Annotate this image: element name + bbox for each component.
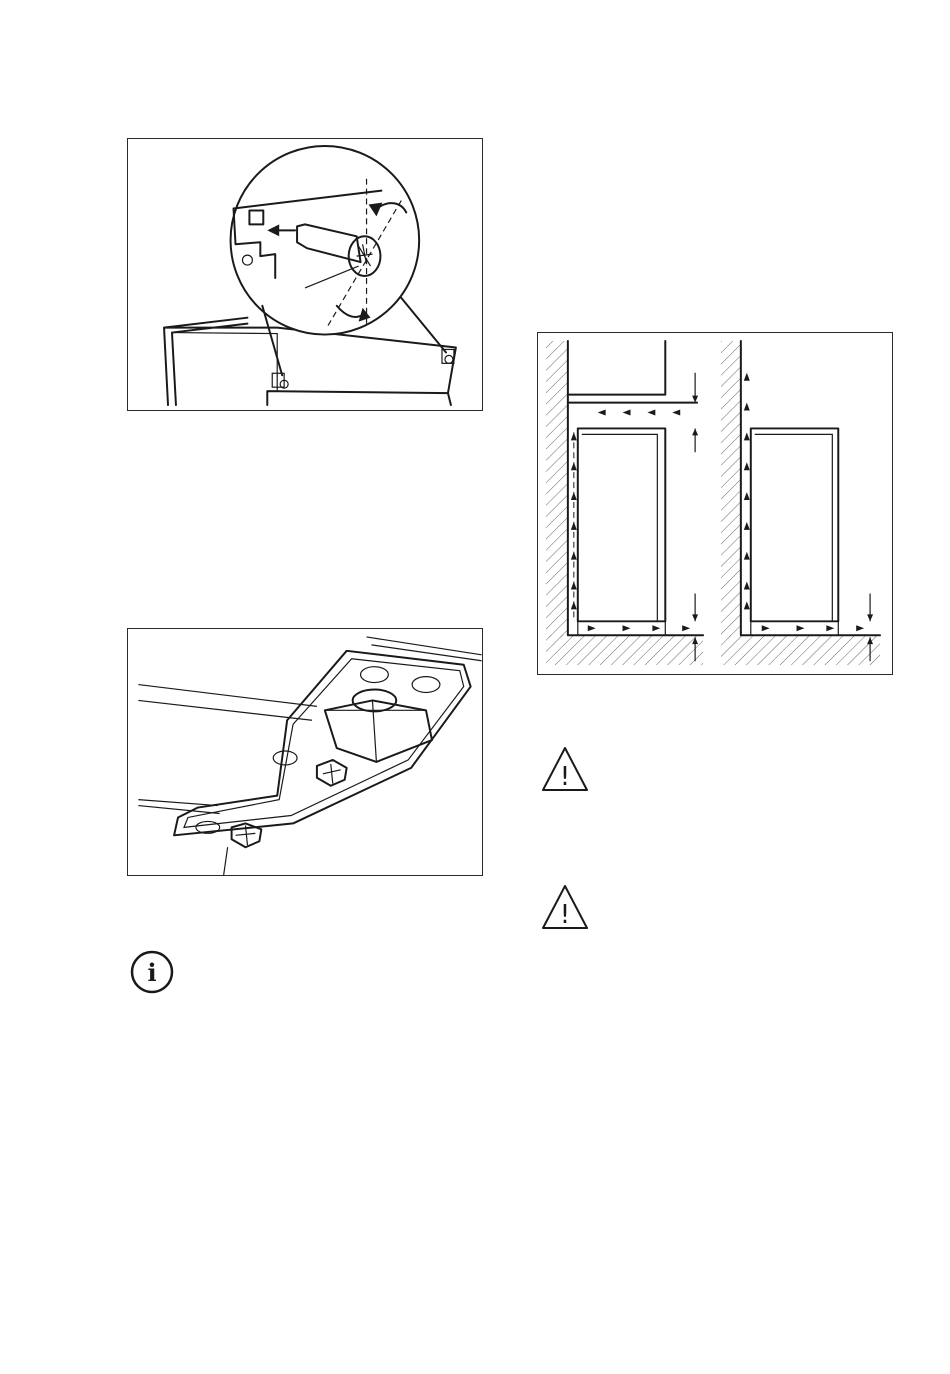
adjustable-foot-illustration (128, 629, 482, 875)
warning-icon: ! (540, 883, 590, 931)
spacer-installation-figure (127, 138, 483, 411)
warning-glyph: ! (560, 900, 570, 930)
warning-glyph: ! (560, 762, 570, 792)
info-glyph: i (147, 958, 156, 987)
adjustable-foot-figure (127, 628, 483, 876)
warning-icon: ! (540, 745, 590, 793)
info-icon: i (130, 950, 174, 994)
wall-spacer-illustration (128, 139, 482, 410)
ventilation-clearance-figure (537, 332, 893, 675)
ventilation-airflow-diagram (538, 333, 892, 674)
